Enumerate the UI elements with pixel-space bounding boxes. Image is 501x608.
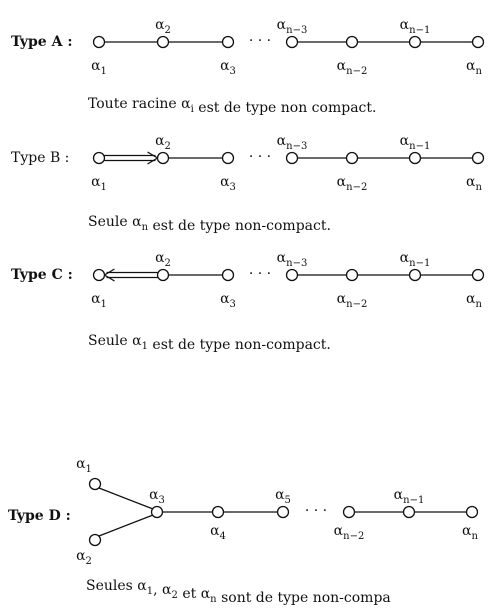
root-label: α3 xyxy=(149,487,165,506)
root-label: αn xyxy=(466,174,482,193)
root-label: α3 xyxy=(220,291,236,310)
root-node xyxy=(92,35,106,49)
caption-type-d: Seules α1, α2 et αn sont de type non-com… xyxy=(86,578,391,606)
root-node xyxy=(471,151,485,165)
root-node xyxy=(276,505,290,519)
diagram-type-b: Type B : · · · xyxy=(11,149,485,166)
root-label: α2 xyxy=(155,250,171,269)
root-node xyxy=(345,268,359,282)
root-label: αn−1 xyxy=(394,487,425,506)
edge xyxy=(98,514,154,537)
root-label: αn xyxy=(466,58,482,77)
root-node xyxy=(408,35,422,49)
root-label: αn−3 xyxy=(277,17,308,36)
ellipsis: · · · xyxy=(249,266,271,282)
root-node xyxy=(285,35,299,49)
root-label: α1 xyxy=(76,456,92,475)
root-label: αn−2 xyxy=(337,174,368,193)
root-node xyxy=(402,505,416,519)
root-label: αn−3 xyxy=(277,133,308,152)
arrow-right-icon xyxy=(147,151,159,165)
root-node xyxy=(285,268,299,282)
root-label: α1 xyxy=(91,291,107,310)
caption-type-b: Seule αn est de type non-compact. xyxy=(88,214,331,234)
root-label: αn−2 xyxy=(334,523,365,542)
root-node xyxy=(156,268,170,282)
ellipsis: · · · xyxy=(249,149,271,165)
root-label: αn−1 xyxy=(400,17,431,36)
root-node xyxy=(150,505,164,519)
root-node xyxy=(345,35,359,49)
diagram-type-d: Type D : · · · xyxy=(8,477,479,547)
root-label: αn xyxy=(466,291,482,310)
ellipsis: · · · xyxy=(249,33,271,49)
type-label: Type B : xyxy=(11,150,69,166)
root-node xyxy=(471,35,485,49)
root-label: α2 xyxy=(76,548,92,567)
root-node xyxy=(88,533,102,547)
root-node xyxy=(285,151,299,165)
root-label: αn−1 xyxy=(400,133,431,152)
diagram-type-a: Type A : · · · xyxy=(11,33,485,50)
caption-type-c: Seule α1 est de type non-compact. xyxy=(88,333,331,353)
root-node xyxy=(342,505,356,519)
root-label: α5 xyxy=(275,487,291,506)
edge xyxy=(98,487,154,510)
root-node xyxy=(156,35,170,49)
arrow-left-icon xyxy=(103,268,115,282)
root-label: α3 xyxy=(220,174,236,193)
root-label: α3 xyxy=(220,58,236,77)
root-node xyxy=(221,151,235,165)
caption-type-a: Toute racine αi est de type non compact. xyxy=(88,96,376,116)
root-node xyxy=(408,268,422,282)
root-node xyxy=(88,477,102,491)
type-label: Type D : xyxy=(8,508,71,524)
ellipsis: · · · xyxy=(305,503,327,519)
root-label: αn−2 xyxy=(337,58,368,77)
root-node xyxy=(345,151,359,165)
root-label: α2 xyxy=(155,133,171,152)
root-node xyxy=(465,505,479,519)
diagram-type-c: Type C : · · · xyxy=(11,266,485,283)
type-label: Type C : xyxy=(11,267,73,283)
root-label: α1 xyxy=(91,174,107,193)
root-label: αn xyxy=(462,523,478,542)
root-node xyxy=(221,268,235,282)
root-node xyxy=(471,268,485,282)
root-label: α4 xyxy=(210,523,226,542)
root-node xyxy=(221,35,235,49)
root-label: α1 xyxy=(91,58,107,77)
root-node xyxy=(92,268,106,282)
root-node xyxy=(156,151,170,165)
root-node xyxy=(92,151,106,165)
root-node xyxy=(408,151,422,165)
root-label: αn−3 xyxy=(277,250,308,269)
root-label: αn−2 xyxy=(337,291,368,310)
root-label: αn−1 xyxy=(400,250,431,269)
root-label: α2 xyxy=(155,17,171,36)
root-node xyxy=(211,505,225,519)
type-label: Type A : xyxy=(11,34,73,50)
